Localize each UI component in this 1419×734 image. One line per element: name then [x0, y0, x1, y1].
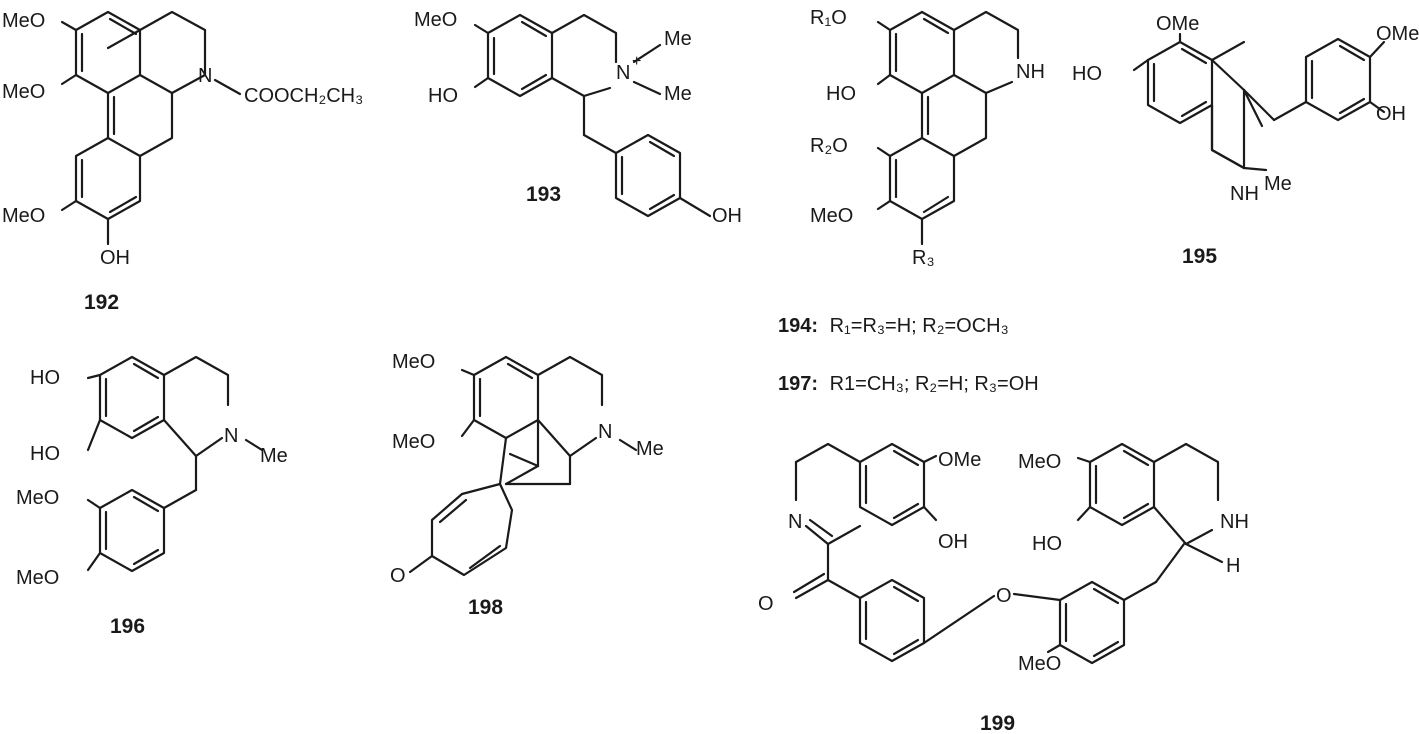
compound-192-oh: OH — [100, 247, 130, 269]
compound-195: OMe HO OMe OH NH Me 195 — [1072, 13, 1419, 268]
compound-196-ome-b: MeO — [16, 567, 59, 589]
compound-193-me-b: Me — [664, 83, 692, 105]
compound-195-nh: NH — [1230, 183, 1259, 205]
compound-199-o-ether: O — [996, 585, 1012, 607]
compound-193-label: 193 — [526, 183, 561, 206]
compound-192-ome-c: MeO — [2, 205, 45, 227]
compound-192-ome-b: MeO — [2, 81, 45, 103]
compound-193-me-a: Me — [664, 28, 692, 50]
compound-196: HO HO N Me MeO MeO 196 — [16, 355, 288, 638]
compound-194-r2o: R₂O — [810, 135, 848, 157]
compound-194-nh: NH — [1016, 61, 1045, 83]
compound-196-ho-a: HO — [30, 367, 60, 389]
compound-199-ome-a: OMe — [938, 449, 981, 471]
r-group-definitions: 194: R₁=R₃=H; R₂=OCH₃ 197: R1=CH₃; R₂=H;… — [778, 315, 1039, 395]
compound-195-ho: HO — [1072, 63, 1102, 85]
compound-196-me: Me — [260, 445, 288, 467]
definition-194: 194: R₁=R₃=H; R₂=OCH₃ — [778, 315, 1009, 337]
compound-199-ho: HO — [1032, 533, 1062, 555]
compound-199: OMe OH N O O MeO HO NH H MeO 199 — [758, 442, 1249, 734]
definition-197-label: 197: — [778, 373, 818, 395]
compound-196-label: 196 — [110, 615, 145, 638]
compound-194: R₁O HO NH R₂O MeO R₃ — [810, 7, 1045, 269]
compound-192-label: 192 — [84, 291, 119, 314]
compound-199-h: H — [1226, 555, 1240, 577]
compound-199-ome-c: MeO — [1018, 653, 1061, 675]
compound-198: MeO MeO N Me O 198 — [390, 351, 664, 619]
compound-196-n: N — [224, 425, 238, 447]
compound-199-oh: OH — [938, 531, 968, 553]
compound-195-label: 195 — [1182, 245, 1217, 268]
compound-192-n: N — [198, 65, 212, 87]
compound-194-ho: HO — [826, 83, 856, 105]
compound-193-n: N — [616, 62, 630, 84]
definition-197-text: R1=CH₃; R₂=H; R₃=OH — [830, 373, 1039, 395]
compound-196-ho-b: HO — [30, 443, 60, 465]
compound-198-label: 198 — [468, 596, 503, 619]
compound-192-bonds — [60, 10, 242, 246]
compound-199-ome-b: MeO — [1018, 451, 1061, 473]
compound-198-me: Me — [636, 438, 664, 460]
compound-193-oh: OH — [712, 205, 742, 227]
compound-199-label: 199 — [980, 712, 1015, 734]
definition-197: 197: R1=CH₃; R₂=H; R₃=OH — [778, 373, 1039, 395]
compound-193-ho: HO — [428, 85, 458, 107]
compound-199-bonds — [792, 442, 1224, 665]
compound-194-r1o: R₁O — [810, 7, 847, 29]
compound-194-r3: R₃ — [912, 247, 935, 269]
compound-199-nh: NH — [1220, 511, 1249, 533]
compound-198-bonds — [408, 355, 638, 577]
compound-194-ome: MeO — [810, 205, 853, 227]
compound-199-o-carbonyl: O — [758, 593, 774, 615]
compound-192-ester: COOCH₂CH₃ — [244, 85, 363, 107]
compound-198-ome-b: MeO — [392, 431, 435, 453]
compound-195-ome-b: OMe — [1376, 23, 1419, 45]
definition-194-text: R₁=R₃=H; R₂=OCH₃ — [830, 315, 1009, 337]
compound-195-oh: OH — [1376, 103, 1406, 125]
compound-193-bonds — [473, 13, 712, 218]
compound-193: MeO HO N + Me Me OH 193 — [414, 9, 742, 227]
compound-192-ome-a: MeO — [2, 10, 45, 32]
compound-198-o: O — [390, 565, 406, 587]
compound-193-ome: MeO — [414, 9, 457, 31]
compound-199-n: N — [788, 511, 802, 533]
compound-198-ome-a: MeO — [392, 351, 435, 373]
compound-193-plus: + — [632, 53, 641, 70]
compound-195-bonds — [1132, 32, 1386, 172]
compound-196-ome-a: MeO — [16, 487, 59, 509]
definition-194-label: 194: — [778, 315, 818, 337]
compound-195-me: Me — [1264, 173, 1292, 195]
compound-198-n: N — [598, 421, 612, 443]
compound-195-ome-a: OMe — [1156, 13, 1199, 35]
compound-192: MeO MeO N COOCH₂CH₃ MeO OH 192 — [2, 10, 363, 314]
compound-194-bonds — [876, 10, 1020, 246]
compound-196-bonds — [86, 355, 264, 573]
